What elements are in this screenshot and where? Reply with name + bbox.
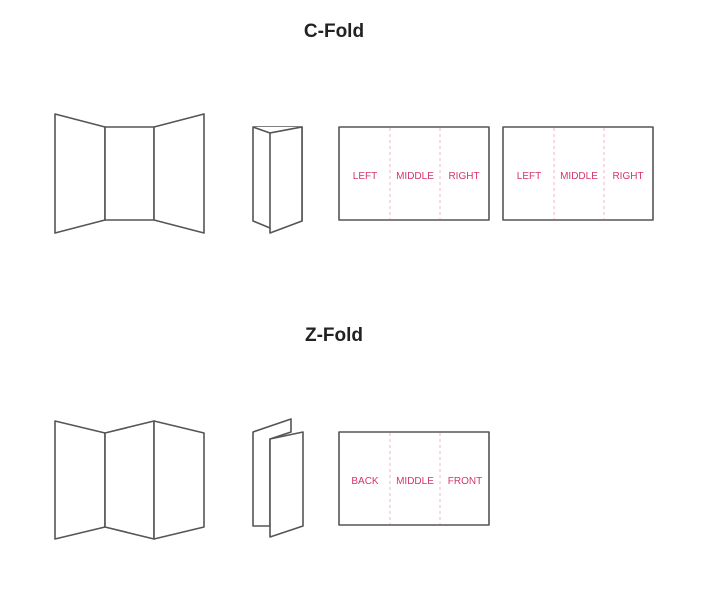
z-fold-layout: BACK MIDDLE FRONT xyxy=(338,431,490,526)
panel-label: RIGHT xyxy=(612,171,643,182)
c-fold-open-illustration xyxy=(54,113,205,234)
panel-label: FRONT xyxy=(448,476,482,487)
panel-label: BACK xyxy=(351,476,379,487)
z-fold-title: Z-Fold xyxy=(305,325,363,346)
c-fold-closed-illustration xyxy=(252,126,303,234)
z-fold-open-illustration xyxy=(54,420,205,540)
c-fold-layout-inside: LEFT MIDDLE RIGHT xyxy=(502,126,654,221)
z-fold-closed-illustration xyxy=(252,418,304,538)
panel-label: MIDDLE xyxy=(560,171,598,182)
c-fold-layout-outside: LEFT MIDDLE RIGHT xyxy=(338,126,490,221)
panel-label: RIGHT xyxy=(448,171,479,182)
panel-label: MIDDLE xyxy=(396,171,434,182)
panel-label: MIDDLE xyxy=(396,476,434,487)
c-fold-title: C-Fold xyxy=(304,21,364,42)
panel-label: LEFT xyxy=(353,171,377,182)
panel-label: LEFT xyxy=(517,171,541,182)
